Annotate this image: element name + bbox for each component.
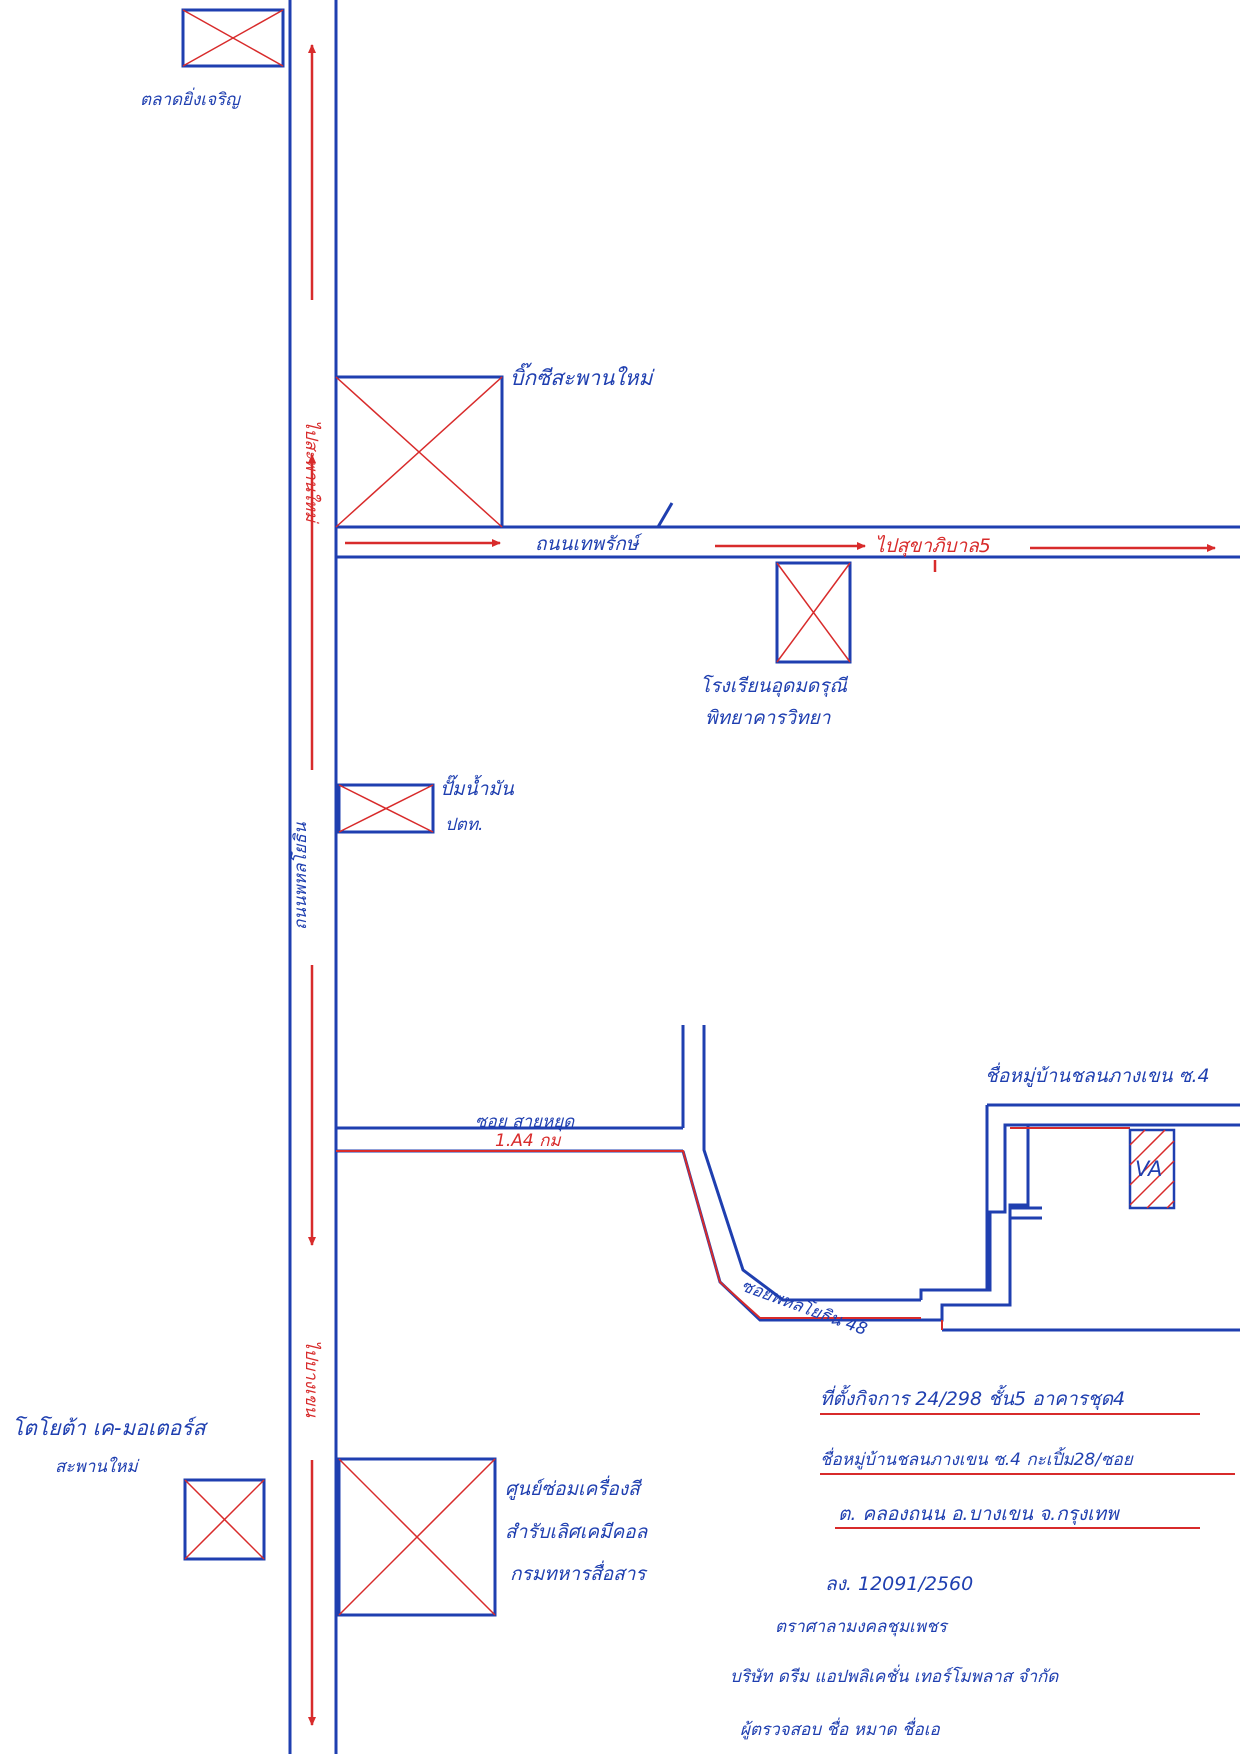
address-line-4: ลง. 12091/2560 (825, 1573, 973, 1595)
address-line-5: ตราศาลามงคลชุมเพชร (775, 1617, 949, 1637)
highway-label: ถนนพหลโยธิน (290, 822, 311, 930)
gas-station-label-2: ปตท. (445, 815, 483, 835)
gas-station-label: ปั๊มน้ำมัน (440, 774, 515, 800)
to-east-label: ไปสุขาภิบาล5 (875, 534, 991, 557)
toyota-label-2: สะพานใหม่ (55, 1456, 140, 1477)
garage-label-3: กรมทหารสื่อสาร (510, 1560, 648, 1585)
address-line-3: ต. คลองถนน อ.บางเขน จ.กรุงเทพ (838, 1503, 1120, 1525)
toyota-box (183, 1478, 266, 1561)
garage-label: ศูนย์ซ่อมเครื่องสี (505, 1475, 643, 1500)
school-label: โรงเรียนอุดมดรุณี (700, 674, 849, 697)
to-south-label: ไปบางเขน (301, 1340, 322, 1417)
mall-box (334, 375, 504, 529)
to-north-label: ไปสะพานใหม่ (301, 420, 322, 524)
address-underlines (820, 1413, 1235, 1529)
east-road-label: ถนนเทพรักษ์ (535, 533, 643, 555)
garage-label-2: สำรับเลิศเคมีคอล (505, 1521, 649, 1543)
village-label: ชื่อหมู่บ้านชลนภางเขน ซ.4 (985, 1062, 1210, 1087)
school-box (775, 561, 852, 664)
soi-route-highlight (336, 1127, 1130, 1330)
highway-road (288, 0, 338, 1754)
mall-label: บิ๊กซีสะพานใหม่ (510, 362, 655, 390)
unit-va-box (1128, 1128, 1176, 1210)
unit-label: VA (1135, 1157, 1162, 1181)
gas-station-box (337, 783, 435, 834)
east-road-arrows (345, 539, 1216, 572)
address-line-6: บริษัท ดรีม แอปพลิเคชั่น เทอร์โมพลาส จำก… (730, 1664, 1059, 1687)
soi-curve-label: ซอยพหลโยธิน 48 (738, 1275, 870, 1340)
market-label: ตลาดยิ่งเจริญ (140, 87, 241, 110)
soi-label: ซอย สายหยุด (475, 1112, 575, 1132)
garage-box (337, 1457, 497, 1617)
address-line-1: ที่ตั้งกิจการ 24/298 ชั้น5 อาคารชุด4 (820, 1384, 1125, 1410)
toyota-label: โตโยต้า เค-มอเตอร์ส (12, 1416, 209, 1440)
school-label-2: พิทยาคารวิทยา (705, 707, 832, 729)
market-box (181, 8, 285, 68)
address-line-7: ผู้ตรวจสอบ ชื่อ หมาด ชื่อเอ (740, 1717, 941, 1740)
soi-distance-label: 1.A4 กม (495, 1131, 561, 1151)
address-line-2: ชื่อหมู่บ้านชลนภางเขน ซ.4 กะเปิ้ม28/ซอย (820, 1446, 1134, 1470)
